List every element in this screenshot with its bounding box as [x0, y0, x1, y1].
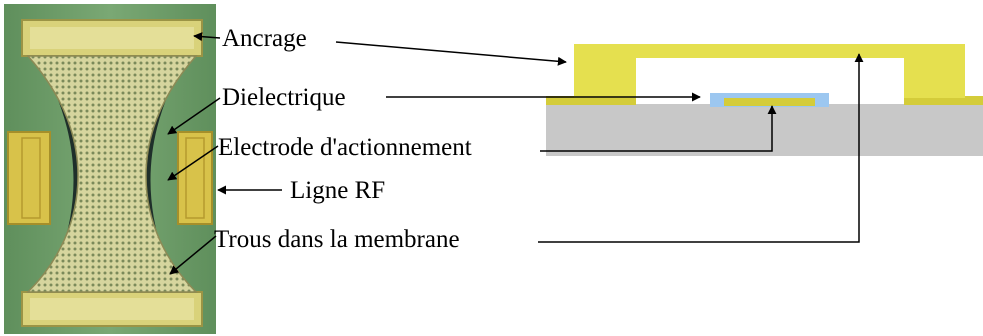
- arrow-ancrage-section: [335, 41, 567, 66]
- cross-section: [546, 44, 983, 156]
- arrow-electrode-section: [540, 105, 777, 152]
- switch-photo: [4, 4, 216, 334]
- arrow-dielectrique-photo: [167, 97, 221, 135]
- label-ancrage: Ancrage: [222, 25, 307, 52]
- actuation-electrode: [724, 98, 815, 106]
- perforated-membrane: [26, 55, 198, 293]
- rf-pad-right: [177, 131, 213, 225]
- arrow-electrode-photo: [167, 145, 219, 181]
- labels: Ancrage Dielectrique Electrode d'actionn…: [214, 25, 472, 253]
- arrow-trous-photo: [169, 235, 217, 275]
- membrane-bridge: [574, 44, 965, 98]
- pointer-arrows: [167, 32, 864, 275]
- arrow-trous-section: [538, 53, 864, 243]
- arrow-ancrage-photo: [193, 32, 221, 42]
- substrate: [546, 104, 983, 156]
- label-dielectrique: Dielectrique: [222, 84, 346, 111]
- label-electrode: Electrode d'actionnement: [218, 134, 472, 161]
- label-trous: Trous dans la membrane: [214, 226, 460, 253]
- rf-pad-left: [7, 131, 51, 225]
- label-ligne-rf: Ligne RF: [290, 177, 385, 204]
